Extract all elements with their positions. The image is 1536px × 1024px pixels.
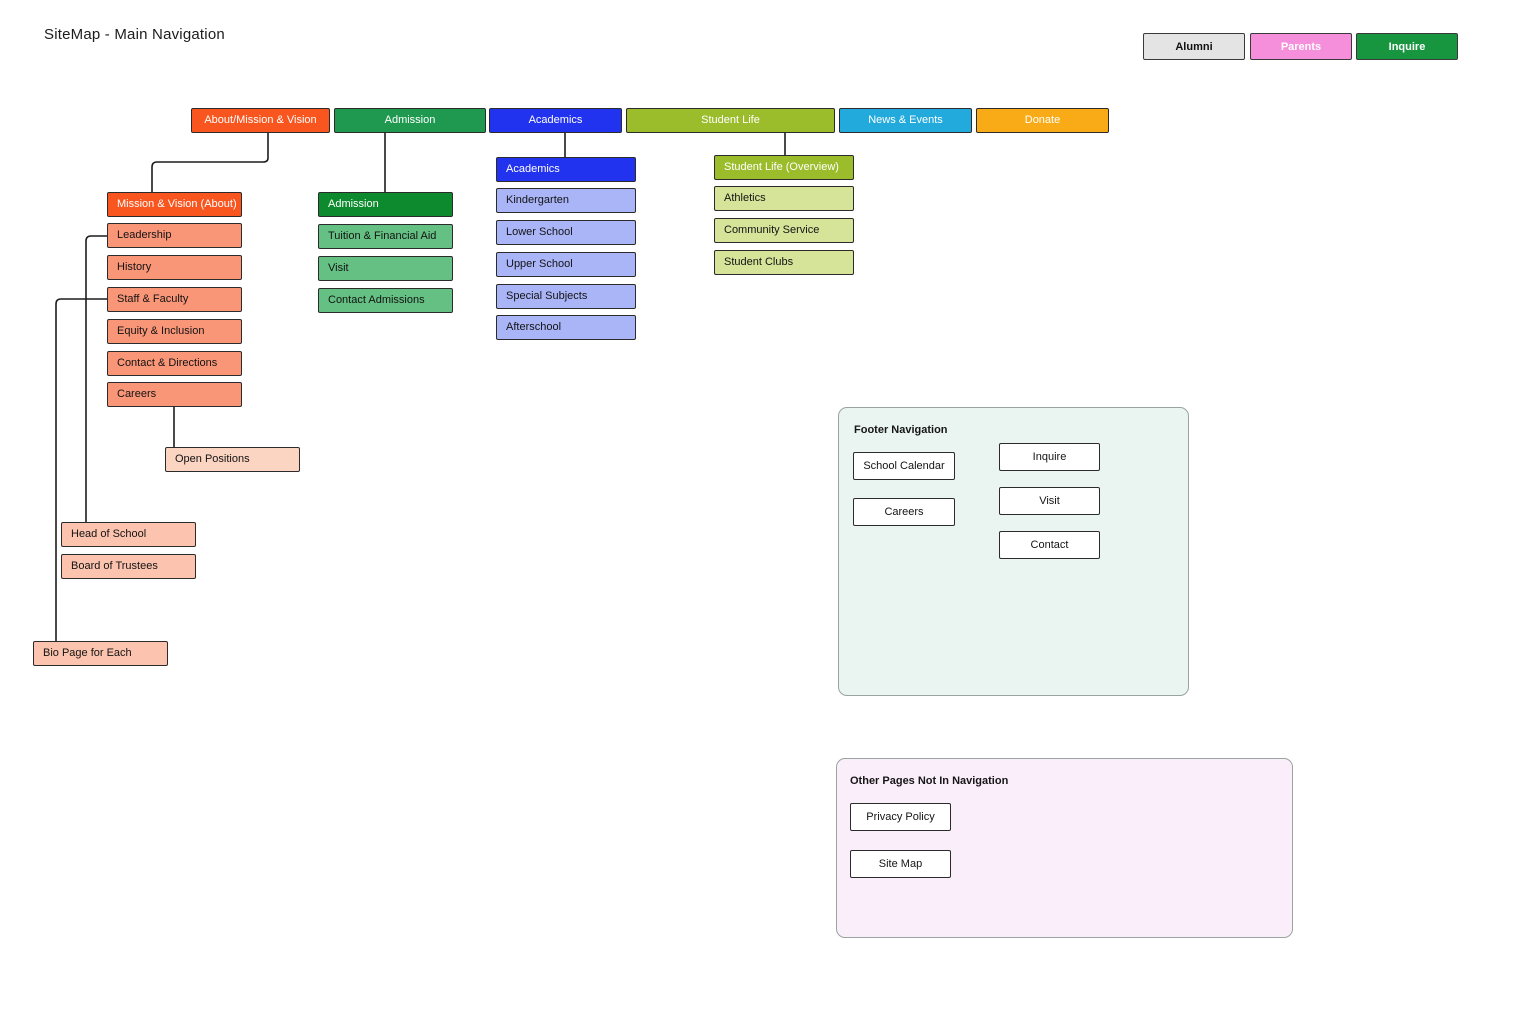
about-leaf-head-of-school[interactable]: Head of School bbox=[61, 522, 196, 547]
about-leaf-bio-page-for-each-label: Bio Page for Each bbox=[43, 647, 132, 659]
admission-item-visit-label: Visit bbox=[328, 262, 349, 274]
footer-button-inquire-label: Inquire bbox=[1032, 451, 1067, 463]
footer-button-inquire[interactable]: Inquire bbox=[999, 443, 1100, 471]
academics-item-lower-school-label: Lower School bbox=[506, 226, 573, 238]
footer-button-careers[interactable]: Careers bbox=[853, 498, 955, 526]
about-item-history-label: History bbox=[117, 261, 152, 273]
student-life-item-student-clubs[interactable]: Student Clubs bbox=[714, 250, 854, 275]
nav-donate[interactable]: Donate bbox=[976, 108, 1109, 133]
utility-button-parents-label: Parents bbox=[1280, 40, 1322, 53]
student-life-head-overview[interactable]: Student Life (Overview) bbox=[714, 155, 854, 180]
academics-item-lower-school[interactable]: Lower School bbox=[496, 220, 636, 245]
academics-item-kindergarten[interactable]: Kindergarten bbox=[496, 188, 636, 213]
about-leaf-bio-page-for-each[interactable]: Bio Page for Each bbox=[33, 641, 168, 666]
about-item-leadership[interactable]: Leadership bbox=[107, 223, 242, 248]
utility-button-alumni-label: Alumni bbox=[1175, 40, 1213, 53]
utility-button-alumni[interactable]: Alumni bbox=[1143, 33, 1245, 60]
footer-navigation-title: Footer Navigation bbox=[854, 424, 948, 436]
other-pages-button-privacy-policy[interactable]: Privacy Policy bbox=[850, 803, 951, 831]
about-item-equity-inclusion[interactable]: Equity & Inclusion bbox=[107, 319, 242, 344]
page-title: SiteMap - Main Navigation bbox=[44, 26, 225, 43]
nav-academics-label: Academics bbox=[528, 114, 583, 126]
footer-button-contact-label: Contact bbox=[1030, 539, 1069, 551]
about-item-contact-directions[interactable]: Contact & Directions bbox=[107, 351, 242, 376]
academics-item-special-subjects[interactable]: Special Subjects bbox=[496, 284, 636, 309]
admission-item-tuition-financial-aid[interactable]: Tuition & Financial Aid bbox=[318, 224, 453, 249]
about-item-careers-label: Careers bbox=[117, 388, 157, 400]
nav-student-life[interactable]: Student Life bbox=[626, 108, 835, 133]
footer-button-visit-label: Visit bbox=[1039, 495, 1060, 507]
nav-student-life-label: Student Life bbox=[701, 114, 760, 126]
about-leaf-board-of-trustees[interactable]: Board of Trustees bbox=[61, 554, 196, 579]
student-life-item-athletics-label: Athletics bbox=[724, 192, 766, 204]
footer-button-school-calendar[interactable]: School Calendar bbox=[853, 452, 955, 480]
footer-button-contact[interactable]: Contact bbox=[999, 531, 1100, 559]
utility-button-inquire-label: Inquire bbox=[1388, 40, 1426, 53]
about-leaf-open-positions-label: Open Positions bbox=[175, 453, 250, 465]
about-item-staff-faculty-label: Staff & Faculty bbox=[117, 293, 189, 305]
other-pages-button-site-map-label: Site Map bbox=[878, 858, 923, 870]
student-life-item-athletics[interactable]: Athletics bbox=[714, 186, 854, 211]
about-leaf-board-of-trustees-label: Board of Trustees bbox=[71, 560, 158, 572]
academics-item-upper-school[interactable]: Upper School bbox=[496, 252, 636, 277]
other-pages-button-privacy-policy-label: Privacy Policy bbox=[866, 811, 935, 823]
admission-head-label: Admission bbox=[328, 198, 379, 210]
academics-item-upper-school-label: Upper School bbox=[506, 258, 573, 270]
academics-item-afterschool-label: Afterschool bbox=[506, 321, 562, 333]
footer-button-careers-label: Careers bbox=[884, 506, 924, 518]
academics-item-kindergarten-label: Kindergarten bbox=[506, 194, 569, 206]
about-item-careers[interactable]: Careers bbox=[107, 382, 242, 407]
nav-academics[interactable]: Academics bbox=[489, 108, 622, 133]
footer-button-school-calendar-label: School Calendar bbox=[863, 460, 945, 472]
nav-admission[interactable]: Admission bbox=[334, 108, 486, 133]
nav-about-label: About/Mission & Vision bbox=[204, 114, 317, 126]
about-head-mission-vision[interactable]: Mission & Vision (About) bbox=[107, 192, 242, 217]
nav-news-events[interactable]: News & Events bbox=[839, 108, 972, 133]
nav-news-events-label: News & Events bbox=[868, 114, 943, 126]
about-item-leadership-label: Leadership bbox=[117, 229, 172, 241]
admission-head[interactable]: Admission bbox=[318, 192, 453, 217]
student-life-item-community-service[interactable]: Community Service bbox=[714, 218, 854, 243]
academics-item-afterschool[interactable]: Afterschool bbox=[496, 315, 636, 340]
academics-head[interactable]: Academics bbox=[496, 157, 636, 182]
nav-admission-label: Admission bbox=[384, 114, 436, 126]
academics-head-label: Academics bbox=[506, 163, 560, 175]
about-head-label: Mission & Vision (About) bbox=[117, 198, 237, 210]
student-life-item-student-clubs-label: Student Clubs bbox=[724, 256, 794, 268]
about-item-staff-faculty[interactable]: Staff & Faculty bbox=[107, 287, 242, 312]
other-pages-title: Other Pages Not In Navigation bbox=[850, 775, 1009, 787]
student-life-head-label: Student Life (Overview) bbox=[724, 161, 839, 173]
nav-about[interactable]: About/Mission & Vision bbox=[191, 108, 330, 133]
other-pages-button-site-map[interactable]: Site Map bbox=[850, 850, 951, 878]
about-leaf-open-positions[interactable]: Open Positions bbox=[165, 447, 300, 472]
footer-button-visit[interactable]: Visit bbox=[999, 487, 1100, 515]
academics-item-special-subjects-label: Special Subjects bbox=[506, 290, 588, 302]
student-life-item-community-service-label: Community Service bbox=[724, 224, 820, 236]
admission-item-contact-admissions-label: Contact Admissions bbox=[328, 294, 425, 306]
utility-button-inquire[interactable]: Inquire bbox=[1356, 33, 1458, 60]
admission-item-contact-admissions[interactable]: Contact Admissions bbox=[318, 288, 453, 313]
utility-button-parents[interactable]: Parents bbox=[1250, 33, 1352, 60]
admission-item-tuition-label: Tuition & Financial Aid bbox=[328, 230, 437, 242]
about-item-equity-inclusion-label: Equity & Inclusion bbox=[117, 325, 205, 337]
admission-item-visit[interactable]: Visit bbox=[318, 256, 453, 281]
about-item-history[interactable]: History bbox=[107, 255, 242, 280]
other-pages-panel bbox=[836, 758, 1293, 938]
about-item-contact-directions-label: Contact & Directions bbox=[117, 357, 218, 369]
about-leaf-head-of-school-label: Head of School bbox=[71, 528, 147, 540]
nav-donate-label: Donate bbox=[1024, 114, 1061, 126]
